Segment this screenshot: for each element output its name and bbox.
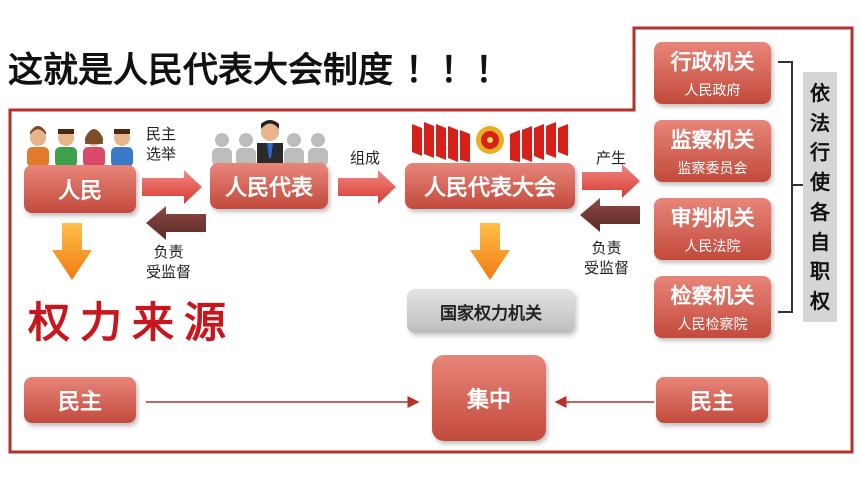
organ-sub: 监察委员会 <box>677 161 748 177</box>
side-label-char: 自 <box>810 229 830 254</box>
node-congress: 人民代表大会 <box>405 163 575 209</box>
node-concentration: 集中 <box>432 355 546 441</box>
side-label-char: 行 <box>810 140 830 165</box>
node-democracy-right: 民主 <box>656 377 768 423</box>
arrow-form <box>338 170 396 204</box>
organ-name: 监察机关 <box>670 128 755 152</box>
bracket-line <box>778 61 793 313</box>
node-democracy-left: 民主 <box>24 377 136 423</box>
side-label-char: 各 <box>810 199 830 224</box>
organ-name: 检察机关 <box>670 284 755 308</box>
arrow-produce <box>582 164 640 198</box>
arrow-elect <box>142 170 202 204</box>
deputies-icon <box>212 120 328 166</box>
flags-emblem-icon <box>412 122 568 162</box>
node-state-organ: 国家权力机关 <box>407 289 575 333</box>
label-elect: 民主 选举 <box>146 125 177 163</box>
node-people: 人民 <box>24 165 136 213</box>
arrow-responsible-left <box>146 206 206 240</box>
people-icon <box>27 126 133 167</box>
page-title: 这就是人民代表大会制度 ！！！ <box>8 51 511 91</box>
organ-administrative: 行政机关 人民政府 <box>654 42 771 104</box>
side-label-char: 职 <box>810 259 830 284</box>
organ-sub: 人民政府 <box>684 83 741 99</box>
side-label-char: 法 <box>810 110 830 135</box>
organ-supervisory: 监察机关 监察委员会 <box>654 120 771 182</box>
label-power-source: 权力来源 <box>28 298 237 347</box>
arrow-down-congress <box>470 223 510 280</box>
organ-name: 行政机关 <box>670 50 755 74</box>
label-responsible-right: 负责 受监督 <box>584 239 630 277</box>
side-label-char: 使 <box>810 170 830 195</box>
arrow-responsible-right <box>580 198 640 232</box>
organ-procuratorial: 检察机关 人民检察院 <box>654 276 771 338</box>
label-responsible-left: 负责 受监督 <box>146 243 192 281</box>
side-label: 依 法 行 使 各 自 职 权 <box>803 72 837 322</box>
organ-judicial: 审判机关 人民法院 <box>654 198 771 260</box>
node-deputies: 人民代表 <box>210 163 328 209</box>
organ-sub: 人民法院 <box>684 239 741 255</box>
label-produce: 产生 <box>596 149 627 167</box>
label-form: 组成 <box>350 149 381 167</box>
side-label-char: 依 <box>810 80 830 105</box>
arrow-down-people <box>52 223 92 280</box>
organ-sub: 人民检察院 <box>677 317 748 333</box>
side-label-char: 权 <box>810 289 830 314</box>
organ-name: 审判机关 <box>670 206 755 230</box>
